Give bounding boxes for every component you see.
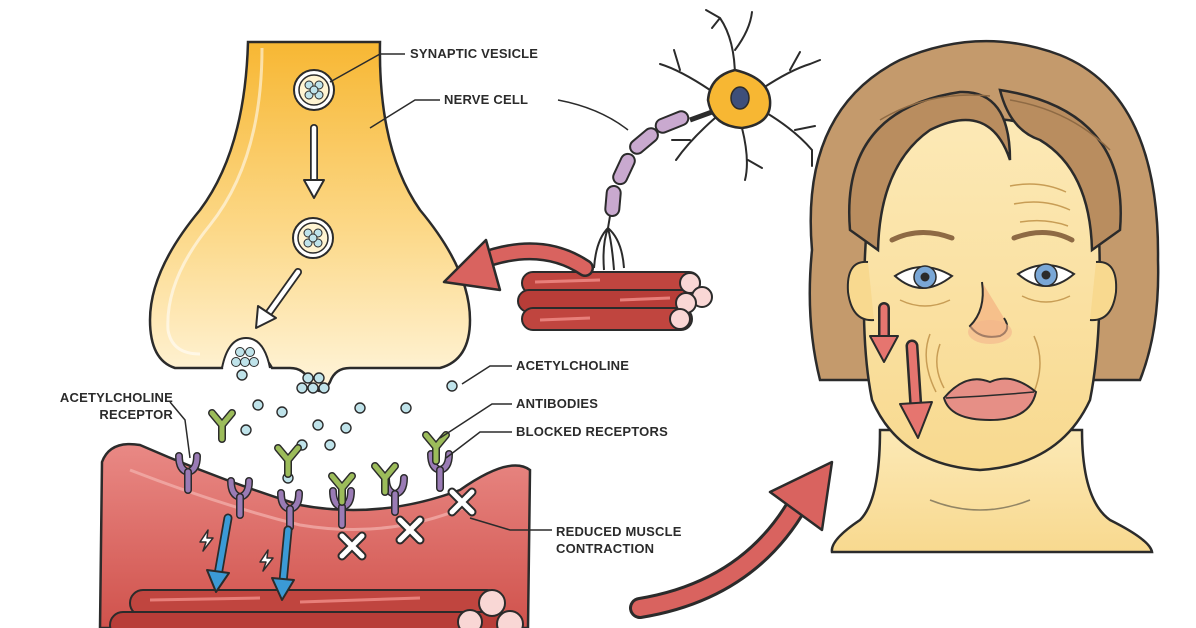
neuron-illustration — [593, 9, 821, 271]
label-reduced-muscle-line1: REDUCED MUSCLE — [556, 524, 682, 539]
label-antibodies: ANTIBODIES — [516, 396, 599, 411]
synaptic-vesicle-1 — [293, 69, 335, 111]
face-illustration — [808, 39, 1160, 554]
label-acetylcholine: ACETYLCHOLINE — [516, 358, 630, 373]
label-blocked-receptors: BLOCKED RECEPTORS — [516, 424, 668, 439]
acetylcholine-molecules — [236, 369, 458, 484]
red-arrow-to-terminal — [442, 238, 594, 292]
label-acetylcholine-receptor-line2: RECEPTOR — [99, 407, 173, 422]
face-droop-arrows — [869, 302, 933, 439]
muscle-fibers-top — [517, 271, 713, 331]
leader-lines — [169, 53, 629, 531]
label-reduced-muscle-line2: CONTRACTION — [556, 541, 655, 556]
red-arrow-to-face — [629, 460, 834, 619]
nerve-terminal — [148, 40, 472, 393]
antibodies-free — [212, 413, 298, 474]
synaptic-vesicle-2 — [292, 217, 334, 259]
muscle-fibers-bottom — [109, 589, 524, 628]
label-acetylcholine-receptor: ACETYLCHOLINE RECEPTOR — [18, 389, 173, 423]
label-synaptic-vesicle: SYNAPTIC VESICLE — [410, 46, 539, 61]
label-nerve-cell: NERVE CELL — [444, 92, 529, 107]
label-acetylcholine-receptor-line1: ACETYLCHOLINE — [59, 390, 173, 405]
label-reduced-muscle-contraction: REDUCED MUSCLE CONTRACTION — [556, 523, 682, 557]
vesicle-fusing — [221, 336, 271, 369]
acetylcholine-cluster — [296, 372, 330, 394]
signal-arrows — [206, 513, 295, 601]
vesicle-path-arrows — [255, 124, 325, 329]
